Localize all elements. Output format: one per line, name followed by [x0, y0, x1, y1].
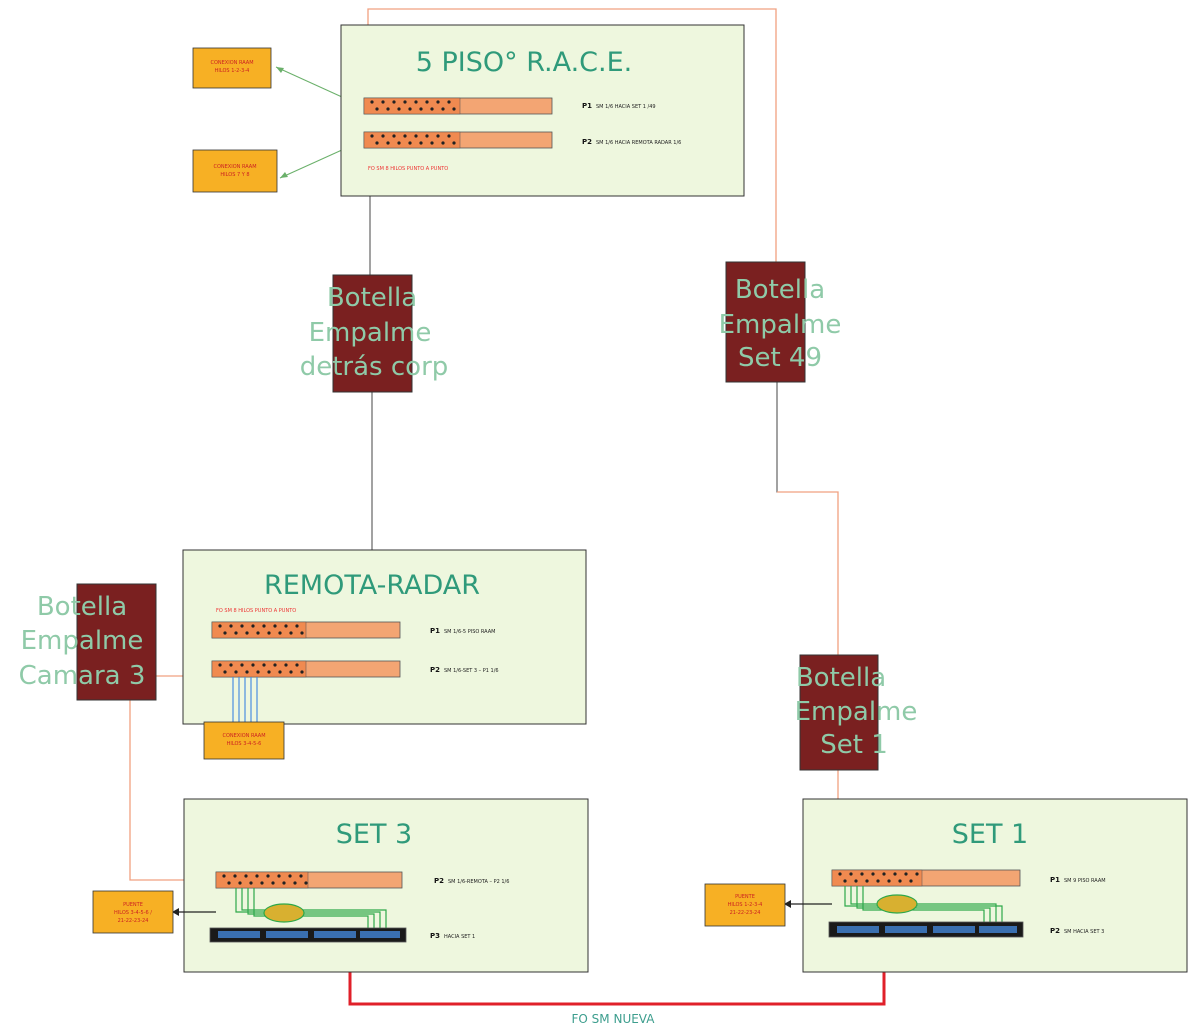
patch-panel-set3-p2 — [215, 871, 403, 889]
bottle-camara3: Botella Empalme Camara 3 — [19, 583, 157, 701]
patch-panel-remota-p2 — [211, 660, 401, 678]
site-race: 5 PISO° R.A.C.E. P1 SM 1/6 HACIA SET 1 /… — [340, 24, 745, 197]
set3-p2-id: P2 — [434, 877, 444, 885]
set1-p1-text: SM 9 PISO RAAM — [1064, 878, 1106, 884]
svg-text:HILOS 3-4-5-6 /: HILOS 3-4-5-6 / — [114, 910, 152, 916]
remota-note: FO SM 8 HILOS PUNTO A PUNTO — [216, 608, 296, 614]
fiber-line-remota-to-camara3 — [129, 675, 216, 881]
remota-p1-text: SM 1/6-5 PISO RAAM — [444, 629, 495, 635]
site-remota-radar: REMOTA-RADAR FO SM 8 HILOS PUNTO A PUNTO… — [182, 549, 587, 725]
patch-cords-set1 — [844, 886, 1003, 922]
label-box-remota: CONEXION RAAM HILOS 3-4-5-6 — [203, 721, 285, 760]
site-remota-title: REMOTA-RADAR — [264, 570, 480, 601]
patch-panel-race-p2 — [363, 131, 553, 149]
svg-text:Set 1: Set 1 — [820, 730, 888, 760]
set3-p3-id: P3 — [430, 932, 440, 940]
svg-text:Botella: Botella — [735, 275, 825, 305]
remota-p1-id: P1 — [430, 627, 440, 635]
label-box-set3: PUENTE HILOS 3-4-5-6 / 21-22-23-24 — [92, 890, 174, 934]
splice-set1 — [876, 894, 918, 914]
race-p2-text: SM 1/6 HACIA REMOTA RADAR 1/6 — [596, 140, 681, 146]
svg-text:21-22-23-24: 21-22-23-24 — [730, 910, 761, 916]
site-set3-title: SET 3 — [336, 819, 412, 850]
new-fiber-label: FO SM NUEVA — [572, 1012, 656, 1026]
label-box-race-bottom: CONEXION RAAM HILOS 7 Y 8 — [192, 149, 278, 193]
bottle-set1: Botella Empalme Set 1 — [795, 654, 918, 771]
patch-cords-remota — [232, 677, 258, 722]
svg-text:PUENTE: PUENTE — [123, 902, 143, 908]
patch-cords-set3 — [235, 888, 387, 928]
svg-text:PUENTE: PUENTE — [735, 894, 755, 900]
patch-panel-set3-p3 — [209, 927, 407, 943]
svg-text:Camara 3: Camara 3 — [19, 661, 146, 691]
fiber-line-set49-to-bottle-set1 — [777, 491, 839, 655]
svg-text:Empalme: Empalme — [21, 626, 144, 656]
svg-text:detrás corp: detrás corp — [300, 352, 449, 382]
svg-text:Botella: Botella — [796, 663, 886, 693]
patch-panel-set1-p1 — [831, 869, 1021, 887]
patch-panel-race-p1 — [363, 97, 553, 115]
race-note: FO SM 8 HILOS PUNTO A PUNTO — [368, 166, 448, 172]
set3-p3-text: HACIA SET 1 — [444, 934, 475, 940]
set1-p2-text: SM HACIA SET 3 — [1064, 929, 1104, 935]
svg-text:CONEXION RAAM: CONEXION RAAM — [213, 164, 256, 170]
site-set3: SET 3 P2 SM 1/6-REMOTA – P2 1/6 P3 — [183, 798, 589, 973]
bottle-set49: Botella Empalme Set 49 — [719, 261, 842, 383]
set1-p2-id: P2 — [1050, 927, 1060, 935]
patch-panel-set1-p2 — [828, 921, 1024, 938]
label-box-race-top: CONEXION RAAM HILOS 1-2-3-4 — [192, 47, 272, 89]
svg-text:CONEXION RAAM: CONEXION RAAM — [222, 733, 265, 739]
site-set1-title: SET 1 — [952, 819, 1028, 850]
svg-text:Botella: Botella — [37, 592, 127, 622]
set3-p2-text: SM 1/6-REMOTA – P2 1/6 — [448, 879, 509, 885]
race-p1-text: SM 1/6 HACIA SET 1 /49 — [596, 104, 656, 110]
svg-text:HILOS 3-4-5-6: HILOS 3-4-5-6 — [227, 741, 262, 747]
set1-p1-id: P1 — [1050, 876, 1060, 884]
svg-text:Empalme: Empalme — [795, 697, 918, 727]
svg-text:Botella: Botella — [327, 283, 417, 313]
race-p1-id: P1 — [582, 102, 592, 110]
site-set1: SET 1 P1 SM 9 PISO RAAM P2 SM HACIA S — [802, 798, 1188, 973]
remota-p2-id: P2 — [430, 666, 440, 674]
svg-text:Empalme: Empalme — [309, 318, 432, 348]
bottle-detras-corp: Botella Empalme detrás corp — [300, 274, 449, 393]
svg-text:21-22-23-24: 21-22-23-24 — [118, 918, 149, 924]
label-box-set1: PUENTE HILOS 1-2-3-4 21-22-23-24 — [704, 883, 786, 927]
svg-text:CONEXION RAAM: CONEXION RAAM — [210, 60, 253, 66]
svg-text:Empalme: Empalme — [719, 310, 842, 340]
site-race-title: 5 PISO° R.A.C.E. — [416, 47, 633, 78]
patch-panel-remota-p1 — [211, 621, 401, 639]
splice-set3 — [263, 903, 305, 923]
svg-text:HILOS 1-2-3-4: HILOS 1-2-3-4 — [728, 902, 763, 908]
svg-text:Set 49: Set 49 — [738, 343, 822, 373]
fiber-line-set49-down — [776, 382, 838, 493]
svg-text:HILOS 1-2-3-4: HILOS 1-2-3-4 — [215, 68, 250, 74]
svg-text:HILOS 7 Y 8: HILOS 7 Y 8 — [220, 172, 249, 178]
race-p2-id: P2 — [582, 138, 592, 146]
remota-p2-text: SM 1/6-SET 3 – P1 1/6 — [444, 668, 499, 674]
